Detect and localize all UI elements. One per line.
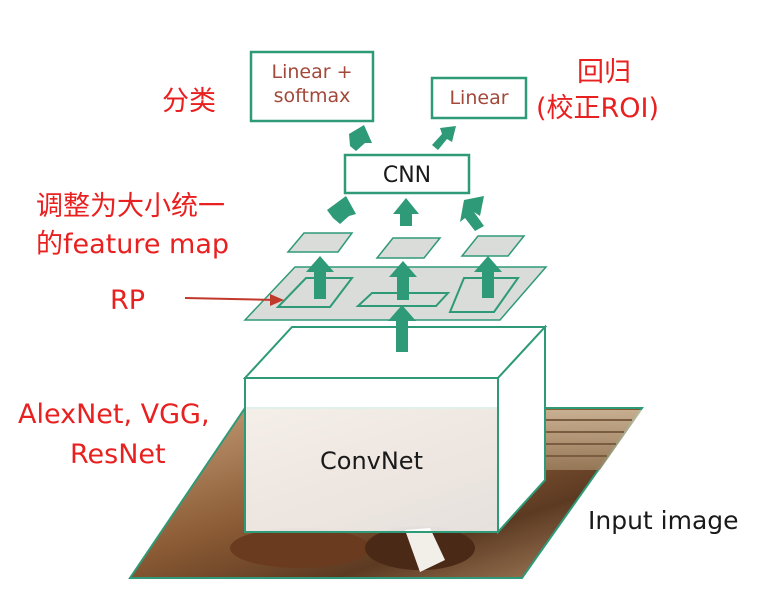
linear-softmax-label: Linear + softmax xyxy=(251,61,373,109)
backbone-label-line1: AlexNet, VGG, xyxy=(18,399,210,430)
linear-box xyxy=(430,76,528,120)
convnet-box xyxy=(242,324,548,535)
input-image-label: Input image xyxy=(588,506,739,535)
regress-label-line1: 回归 xyxy=(577,57,631,88)
resize-label-line1: 调整为大小统一 xyxy=(36,191,225,222)
resized-feature-maps xyxy=(286,232,526,259)
classify-label: 分类 xyxy=(162,86,216,117)
rp-pointer-arrow xyxy=(184,294,284,306)
cnn-box xyxy=(343,153,471,195)
resize-label-line2: 的feature map xyxy=(36,229,230,260)
linear-softmax-line1: Linear + xyxy=(271,61,353,83)
cnn-label: CNN xyxy=(382,163,432,188)
convnet-label: ConvNet xyxy=(320,447,423,475)
linear-softmax-box xyxy=(249,50,375,123)
rp-label: RP xyxy=(110,285,146,316)
linear-label: Linear xyxy=(449,87,509,109)
regress-label-line2: (校正ROI) xyxy=(536,93,660,124)
backbone-label-line2: ResNet xyxy=(70,439,166,470)
up-arrows xyxy=(306,125,502,352)
linear-softmax-line2: softmax xyxy=(273,84,351,107)
